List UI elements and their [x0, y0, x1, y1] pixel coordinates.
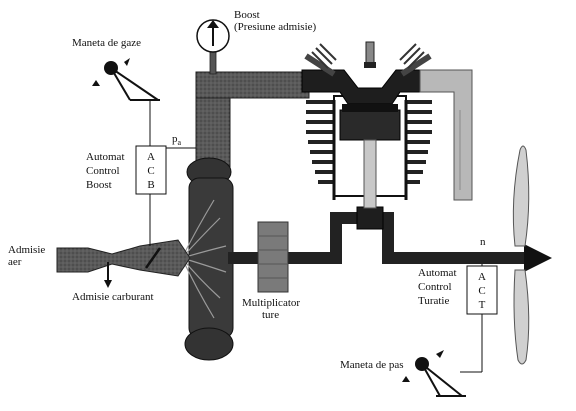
- acb-box: A C B: [135, 145, 167, 195]
- gearbox: [257, 221, 289, 293]
- svg-text:T: T: [479, 299, 486, 311]
- admisie-aer-label-1: Admisie: [8, 244, 45, 256]
- act-box: A C T: [466, 265, 498, 315]
- acb-label-line1: Automat: [86, 151, 125, 163]
- acb-control-lines: [149, 100, 196, 246]
- spark-plug: [364, 41, 376, 68]
- propeller: [512, 145, 530, 365]
- throttle-lever: [92, 58, 160, 101]
- air-intake-duct: [56, 239, 191, 277]
- pa-label: pa: [172, 133, 182, 147]
- svg-text:A: A: [478, 271, 486, 283]
- maneta-pas-label: Maneta de pas: [340, 359, 404, 371]
- act-label-line1: Automat: [418, 267, 457, 279]
- svg-text:C: C: [147, 165, 154, 177]
- crank-journal: [356, 206, 384, 230]
- act-label-line3: Turatie: [418, 295, 449, 307]
- admisie-aer-label-2: aer: [8, 256, 22, 268]
- svg-text:A: A: [147, 151, 155, 163]
- admisie-carburant-label: Admisie carburant: [72, 291, 154, 303]
- connecting-rod: [363, 139, 377, 209]
- multiplicator-label-1: Multiplicator: [242, 297, 300, 309]
- rpm-label: n: [480, 236, 486, 248]
- multiplicator-label-2: ture: [262, 309, 279, 321]
- pitch-lever: [402, 350, 466, 397]
- throttle-valve: [144, 247, 162, 269]
- boost-gauge: [196, 19, 230, 53]
- exhaust-duct: [419, 69, 473, 201]
- svg-text:C: C: [478, 285, 485, 297]
- supercharger-housing: [184, 157, 234, 361]
- maneta-gaze-label: Maneta de gaze: [72, 37, 141, 49]
- act-label-line2: Control: [418, 281, 452, 293]
- acb-label-line2: Control: [86, 165, 120, 177]
- boost-label: Boost: [234, 9, 260, 21]
- piston: [339, 104, 401, 141]
- intake-manifold-duct: [195, 51, 310, 168]
- boost-sublabel: (Presiune admisie): [234, 21, 317, 33]
- acb-label-line3: Boost: [86, 179, 112, 191]
- svg-text:B: B: [147, 179, 154, 191]
- fuel-injector: [104, 262, 112, 288]
